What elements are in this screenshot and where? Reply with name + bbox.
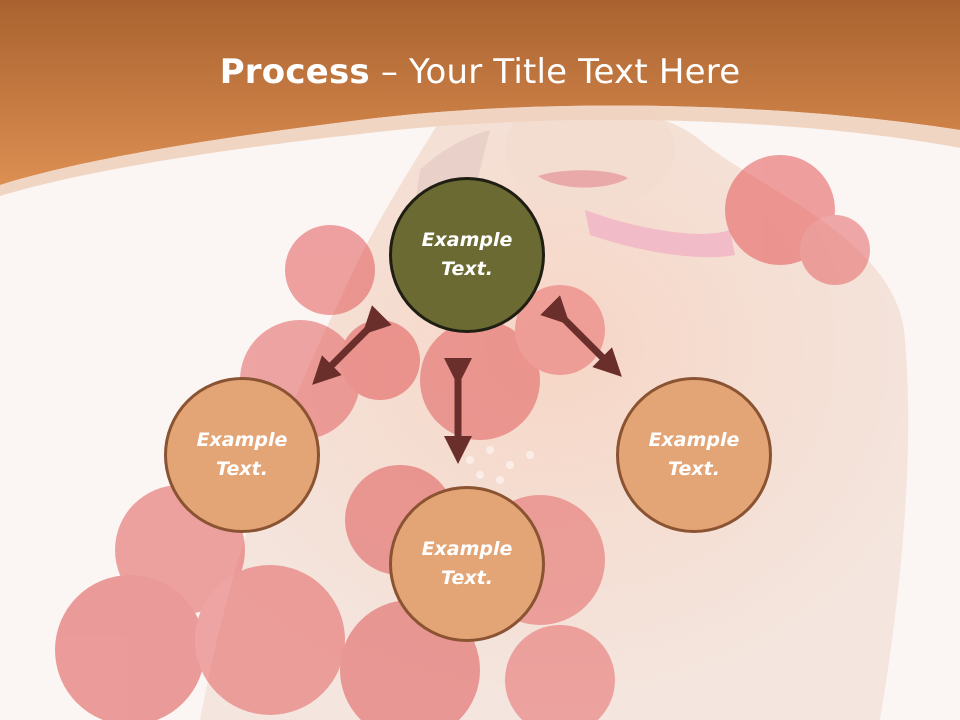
title-rest: – Your Title Text Here [369,52,741,92]
slide-title: Process – Your Title Text Here [0,52,960,92]
node-left: Example Text. [164,377,320,533]
node-left-label: Example Text. [196,429,288,480]
arrow-top-left [312,305,392,385]
title-bold: Process [219,52,370,92]
node-right-label: Example Text. [648,429,740,480]
arrow-top-right [540,295,622,377]
node-bottom-label: Example Text. [421,538,513,589]
node-bottom: Example Text. [389,486,545,642]
node-top-label: Example Text. [421,229,513,280]
node-right: Example Text. [616,377,772,533]
node-top: Example Text. [389,177,545,333]
